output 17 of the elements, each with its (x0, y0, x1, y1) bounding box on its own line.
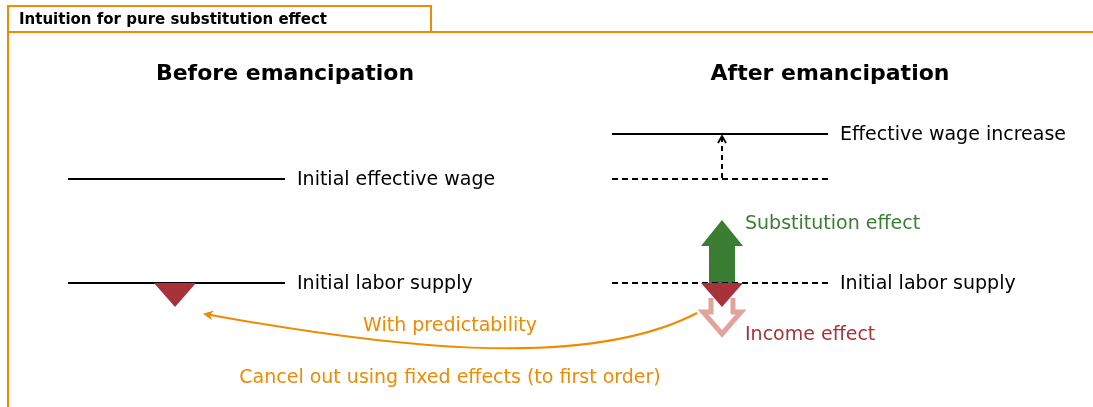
triangle-marker (701, 283, 743, 307)
dashed-level-line (612, 178, 828, 180)
panel-heading: After emancipation (710, 60, 950, 86)
triangle-marker (154, 283, 196, 307)
panel-heading: Before emancipation (155, 60, 415, 86)
arrow (717, 135, 727, 179)
effect-label: Income effect (745, 321, 876, 346)
line-label: Effective wage increase (840, 121, 1066, 145)
level-line (612, 133, 828, 135)
level-line (68, 178, 285, 180)
line-label: Initial labor supply (297, 270, 473, 294)
arrow (203, 310, 698, 350)
effect-label: Substitution effect (745, 210, 921, 235)
line-label: Initial labor supply (840, 270, 1016, 294)
panel-title-tab: Intuition for pure substitution effect (7, 5, 432, 33)
line-label: Initial effective wage (297, 166, 496, 190)
note-text: Cancel out using fixed effects (to first order) (239, 364, 661, 389)
